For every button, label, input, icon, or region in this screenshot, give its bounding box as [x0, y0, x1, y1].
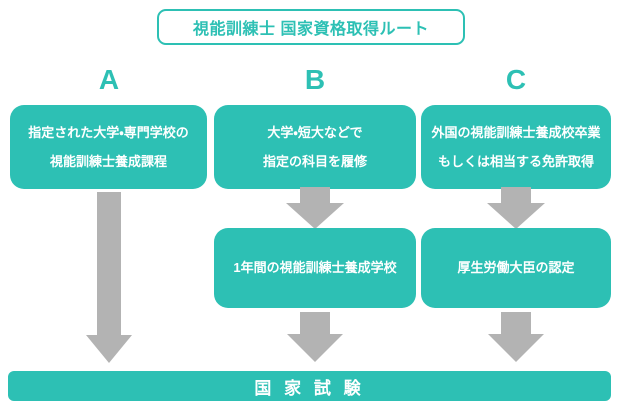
down-arrow-icon: [287, 312, 343, 362]
diagram-title: 視能訓練士 国家資格取得ルート: [193, 21, 429, 38]
route-b-step2-box: 1年間の視能訓練士養成学校: [214, 228, 416, 308]
route-c-label: C: [505, 64, 527, 95]
route-b-step2-label: 1年間の視能訓練士養成学校: [233, 260, 397, 276]
route-c-step2-box: 厚生労働大臣の認定: [421, 228, 611, 308]
route-c-step1-line2: もしくは相当する免許取得: [437, 153, 594, 169]
diagram-title-box: 視能訓練士 国家資格取得ルート: [157, 9, 465, 45]
route-c-step1-box: 外国の視能訓練士養成校卒業 もしくは相当する免許取得: [421, 105, 611, 189]
route-b-label: B: [304, 64, 326, 95]
route-a-step1-line2: 視能訓練士養成課程: [49, 153, 167, 169]
route-c-step2-label: 厚生労働大臣の認定: [457, 260, 575, 276]
national-exam-bar: 国 家 試 験: [8, 371, 611, 401]
down-arrow-icon: [488, 312, 544, 362]
down-arrow-icon: [86, 192, 132, 363]
route-b-step1-line2: 指定の科目を履修: [262, 153, 367, 169]
route-a-step1-line1: 指定された大学・専門学校の: [28, 124, 189, 140]
national-exam-label: 国 家 試 験: [254, 378, 365, 398]
down-arrow-icon: [487, 187, 545, 229]
route-b-step1-line1: 大学・短大などで: [267, 124, 363, 140]
route-b-step1-box: 大学・短大などで 指定の科目を履修: [214, 105, 416, 189]
route-a-step1-box: 指定された大学・専門学校の 視能訓練士養成課程: [10, 105, 207, 189]
down-arrow-icon: [286, 187, 344, 229]
route-a-label: A: [98, 64, 120, 95]
route-c-step1-line1: 外国の視能訓練士養成校卒業: [431, 124, 601, 140]
